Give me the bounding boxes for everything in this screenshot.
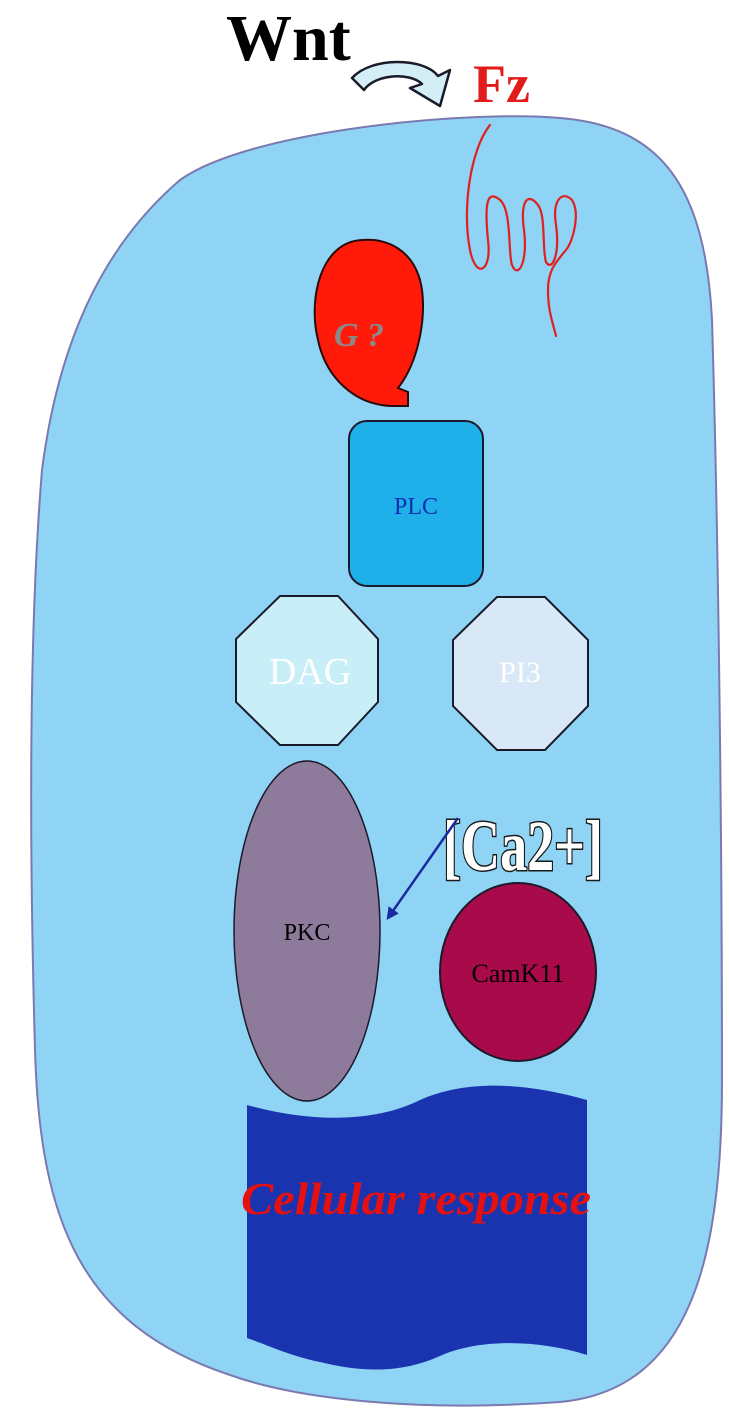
fz-label: Fz: [473, 54, 530, 114]
dag-label: DAG: [269, 651, 351, 693]
receptor-coil-icon: [465, 123, 577, 338]
cell-membrane: [30, 115, 724, 1407]
cellular-response-banner: [247, 1085, 587, 1370]
calcium-label: [Ca2+]: [443, 806, 603, 886]
dag-octagon: [235, 595, 379, 746]
pi3-label: PI3: [499, 656, 541, 689]
camk-label: CamK11: [472, 959, 565, 988]
g-protein-shape: [313, 238, 425, 407]
camk-ellipse: [439, 882, 597, 1062]
pkc-label: PKC: [284, 920, 331, 946]
plc-label: PLC: [394, 494, 438, 520]
cellular-response-label: Cellular response: [241, 1173, 591, 1224]
wnt-label: Wnt: [226, 2, 351, 75]
pkc-ellipse: [233, 760, 381, 1102]
calcium-to-pkc-arrow: [386, 817, 460, 921]
curved-arrow-icon: [350, 60, 452, 108]
pi3-octagon: [452, 596, 589, 751]
g-protein-label: G ?: [334, 317, 384, 354]
plc-box: [348, 420, 484, 587]
